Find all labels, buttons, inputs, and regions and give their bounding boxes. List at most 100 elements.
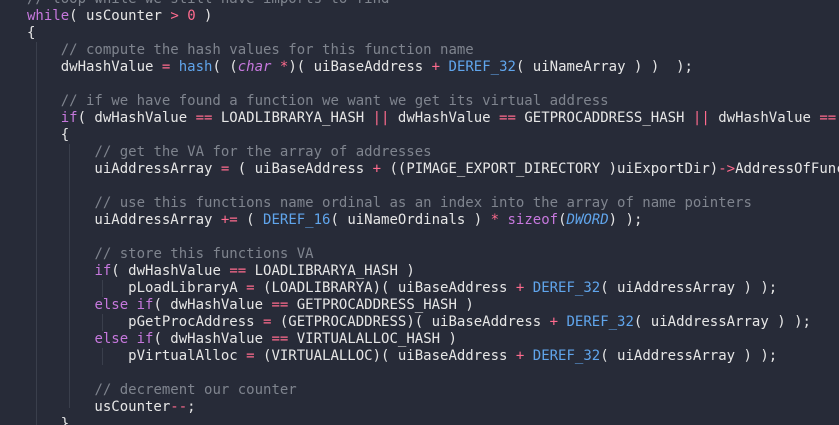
code-line[interactable]: // decrement our counter (27, 382, 839, 399)
operator-token: = (220, 161, 230, 177)
code-token: )( uiBaseAddress (288, 59, 432, 75)
operator-token: == (499, 110, 516, 126)
code-token (27, 144, 94, 160)
operator-token: = (161, 59, 171, 75)
code-token: dwHashValue (389, 110, 500, 126)
code-line[interactable]: else if( dwHashValue == VIRTUALALLOC_HAS… (27, 331, 839, 348)
keyword-token: if (60, 110, 78, 126)
operator-token: == (271, 297, 289, 313)
code-token: ( uiNameArray ) ) ); (515, 59, 693, 75)
code-token: uiAddressArray (27, 161, 221, 177)
code-line[interactable]: pLoadLibraryA = (LOADLIBRARYA)( uiBaseAd… (27, 280, 839, 297)
function-token: DEREF_32 (448, 59, 516, 75)
code-token: uiAddressArray (27, 212, 221, 228)
code-token: ( (237, 212, 264, 228)
number-token: 0 (187, 8, 196, 24)
code-token: (LOADLIBRARYA)( uiBaseAddress (254, 280, 516, 296)
code-token: (VIRTUALALLOC)( uiBaseAddress (254, 348, 516, 364)
code-line[interactable] (27, 178, 839, 195)
code-token: ; (187, 399, 196, 415)
code-token (27, 93, 61, 109)
comment-token: // compute the hash values for this func… (60, 42, 474, 58)
code-line[interactable]: // loop while we still have imports to f… (27, 0, 839, 8)
code-line[interactable]: { (27, 25, 839, 42)
code-token: VIRTUALALLOC_HASH ) (288, 331, 457, 347)
function-token: hash (178, 59, 213, 75)
indent-guide (102, 348, 103, 365)
keyword-token: sizeof (507, 212, 559, 228)
code-token: ( (558, 212, 567, 228)
code-line[interactable]: { (27, 127, 839, 144)
code-token: GETPROCADDRESS_HASH (515, 110, 693, 126)
code-token (27, 263, 94, 279)
comment-token: // if we have found a function we want w… (60, 93, 609, 109)
comment-token: // get the VA for the array of addresses (94, 144, 432, 160)
code-token (524, 348, 532, 364)
code-token (27, 246, 94, 262)
code-line[interactable]: } (27, 416, 839, 425)
operator-token: = (263, 314, 272, 330)
code-line[interactable]: uiAddressArray += ( DEREF_16( uiNameOrdi… (27, 212, 839, 229)
code-token: ( dwHashValue (153, 331, 272, 347)
code-token: AddressOfFunctions ); (735, 161, 839, 177)
code-line[interactable]: // use this functions name ordinal as an… (27, 195, 839, 212)
code-token: { (27, 25, 36, 41)
keyword-token: while (27, 8, 70, 24)
function-token: DEREF_32 (532, 348, 601, 364)
code-line[interactable]: // if we have found a function we want w… (27, 93, 839, 110)
operator-token: -- (170, 399, 188, 415)
comment-token: // loop while we still have imports to f… (27, 0, 389, 7)
type-token: DWORD (566, 212, 609, 228)
code-line[interactable] (27, 76, 839, 93)
operator-token: * (490, 212, 500, 228)
operator-token: += (220, 212, 238, 228)
code-token: ( uiAddressArray ) ); (633, 314, 811, 330)
code-token (524, 280, 532, 296)
comment-token: // decrement our counter (94, 382, 297, 398)
code-token (27, 195, 94, 211)
operator-token: * (279, 59, 289, 75)
code-line[interactable]: pVirtualAlloc = (VIRTUALALLOC)( uiBaseAd… (27, 348, 839, 365)
code-token (27, 382, 94, 398)
code-token: (GETPROCADDRESS)( uiBaseAddress (271, 314, 550, 330)
code-line[interactable] (27, 229, 839, 246)
operator-token: || (372, 110, 390, 126)
type-token: char (237, 59, 272, 75)
operator-token: == (819, 110, 837, 126)
code-token: pGetProcAddress (27, 314, 264, 330)
code-token (27, 331, 94, 347)
code-token: ( dwHashValue (153, 297, 272, 313)
code-line[interactable]: if( dwHashValue == LOADLIBRARYA_HASH ) (27, 263, 839, 280)
operator-token: = (246, 280, 255, 296)
code-line[interactable]: // compute the hash values for this func… (27, 42, 839, 59)
code-token: GETPROCADDRESS_HASH ) (288, 297, 474, 313)
code-token (27, 42, 61, 58)
keyword-token: else if (94, 297, 154, 313)
code-line[interactable]: pGetProcAddress = (GETPROCADDRESS)( uiBa… (27, 314, 839, 331)
code-token: ((PIMAGE_EXPORT_DIRECTORY )uiExportDir) (381, 161, 719, 177)
function-token: DEREF_32 (566, 314, 634, 330)
operator-token: > (170, 8, 179, 24)
code-token: ( dwHashValue (77, 110, 196, 126)
operator-token: || (692, 110, 710, 126)
code-token: ( uiBaseAddress (229, 161, 373, 177)
code-line[interactable]: if( dwHashValue == LOADLIBRARYA_HASH || … (27, 110, 839, 127)
code-token (179, 8, 187, 24)
code-token: ) (195, 8, 213, 24)
indent-guide (102, 314, 103, 331)
code-line[interactable] (27, 365, 839, 382)
code-line[interactable]: usCounter--; (27, 399, 839, 416)
code-token: ( uiNameOrdinals ) (330, 212, 491, 228)
code-text-area[interactable]: // loop while we still have imports to f… (27, 0, 839, 425)
code-line[interactable]: // get the VA for the array of addresses (27, 144, 839, 161)
code-line[interactable]: else if( dwHashValue == GETPROCADDRESS_H… (27, 297, 839, 314)
comment-token: // use this functions name ordinal as an… (94, 195, 752, 211)
code-token: } (27, 416, 70, 425)
code-line[interactable]: dwHashValue = hash( (char *)( uiBaseAddr… (27, 59, 839, 76)
code-line[interactable]: while( usCounter > 0 ) (27, 8, 839, 25)
code-line[interactable]: // store this functions VA (27, 246, 839, 263)
code-line[interactable]: uiAddressArray = ( uiBaseAddress + ((PIM… (27, 161, 839, 178)
operator-token: + (515, 348, 525, 364)
code-token (27, 110, 61, 126)
